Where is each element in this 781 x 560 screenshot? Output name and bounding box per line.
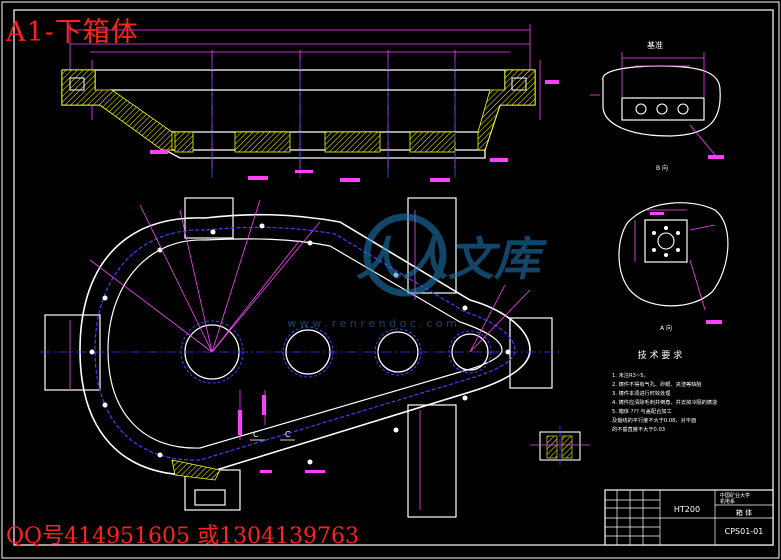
tech-req-title: 技 术 要 求: [638, 349, 683, 361]
plan-view: [40, 197, 560, 518]
svg-text:B 向: B 向: [656, 164, 668, 172]
school-label: 中国矿业大学: [720, 492, 750, 499]
drawing-code-label: CPS01-01: [725, 527, 764, 536]
tech-req-item: 及轴线的平行度不大于0.08，对平面: [612, 416, 696, 424]
section-c-detail: [530, 425, 590, 465]
front-section-view: [61, 24, 559, 182]
housing-outer-outline: [79, 213, 531, 476]
tech-req-item: 5. 箱体 ??? 与盖配合加工: [612, 407, 672, 415]
svg-text:A 向: A 向: [660, 324, 672, 332]
tech-req-item: 3. 铸件本须进行时效处理: [612, 389, 671, 397]
section-mark-right: C: [285, 430, 291, 439]
contact-overlay: QQ号414951605 或1304139763: [6, 524, 360, 549]
title-block: HT200 中国矿业大学 机电系 箱 体 CPS01-01: [604, 489, 774, 546]
tech-req-item: 的不垂直度不大于0.03: [612, 425, 665, 433]
svg-text:基准: 基准: [647, 40, 663, 50]
watermark-url: w w w . r e n r e n d o c . c o m: [287, 317, 457, 330]
drawing-title-overlay: A1-下箱体: [6, 17, 139, 48]
detail-view-top: 基准 B 向: [590, 40, 724, 172]
drawing-border-inner: [13, 9, 774, 546]
watermark: 人人文库 w w w . r e n r e n d o c . c o m: [287, 213, 548, 330]
technical-requirements: 技 术 要 求 1. 未注R3~5。 2. 铸件不得有气孔、砂眼、夹渣等缺陷 3…: [612, 349, 718, 433]
material-label: HT200: [674, 505, 700, 514]
detail-view-a: A 向: [618, 202, 729, 332]
tech-req-item: 4. 铸件应清除毛刺并倒角，并去掉冷隔的铸造: [612, 398, 718, 406]
class-label: 机电系: [720, 498, 735, 505]
watermark-brand: 人人文库: [356, 232, 548, 286]
tech-req-item: 2. 铸件不得有气孔、砂眼、夹渣等缺陷: [612, 380, 702, 388]
section-mark-left: C: [253, 430, 259, 439]
part-name-label: 箱 体: [736, 508, 752, 517]
tech-req-item: 1. 未注R3~5。: [612, 371, 649, 379]
